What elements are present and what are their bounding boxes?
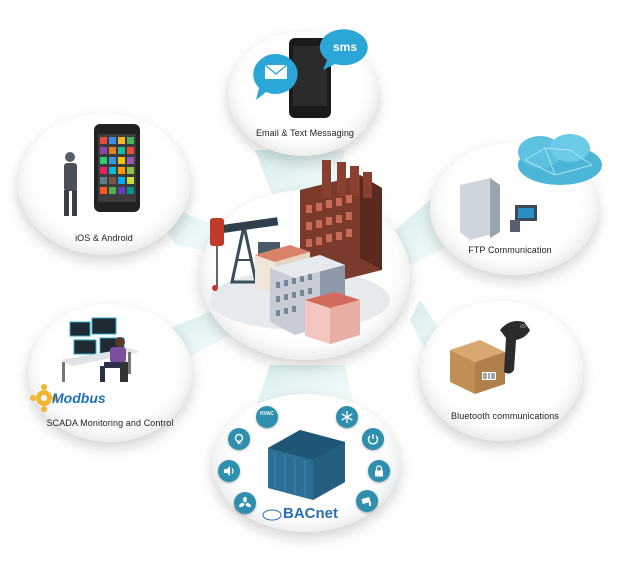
sms-bubble-icon xyxy=(319,29,368,71)
snowflake-icon xyxy=(336,406,358,428)
fan-icon xyxy=(234,492,256,514)
person-icon xyxy=(65,152,75,162)
label-bluetooth: Bluetooth communications xyxy=(451,411,559,421)
label-ios-android: iOS & Android xyxy=(75,233,133,243)
bacnet-badge-icon xyxy=(262,509,282,521)
barcode-scanner-icon xyxy=(500,321,530,374)
beam-top-right xyxy=(395,200,460,265)
camera-icon xyxy=(356,490,378,512)
speaker-icon xyxy=(218,460,240,482)
label-email-sms: Email & Text Messaging xyxy=(255,128,355,138)
power-icon xyxy=(362,428,384,450)
modbus-logo-text: Modbus xyxy=(52,390,106,406)
package-box-icon xyxy=(450,340,505,394)
pink-house-icon xyxy=(305,292,360,344)
sms-badge: sms xyxy=(333,40,358,54)
cloud-network-icon xyxy=(518,134,602,185)
app-grid xyxy=(100,137,134,194)
modbus-logo-icon xyxy=(30,384,58,412)
warehouse-icon xyxy=(268,430,345,500)
hvac-icon: HVAC xyxy=(256,406,278,428)
lock-icon xyxy=(368,460,390,482)
label-ftp: FTP Communication xyxy=(468,245,552,255)
operator-icon xyxy=(100,337,128,382)
bacnet-logo-text: BACnet xyxy=(283,505,338,522)
label-scada: SCADA Monitoring and Control xyxy=(46,418,174,428)
hvac-badge-text: HVAC xyxy=(260,411,274,417)
lightbulb-icon xyxy=(228,428,250,450)
